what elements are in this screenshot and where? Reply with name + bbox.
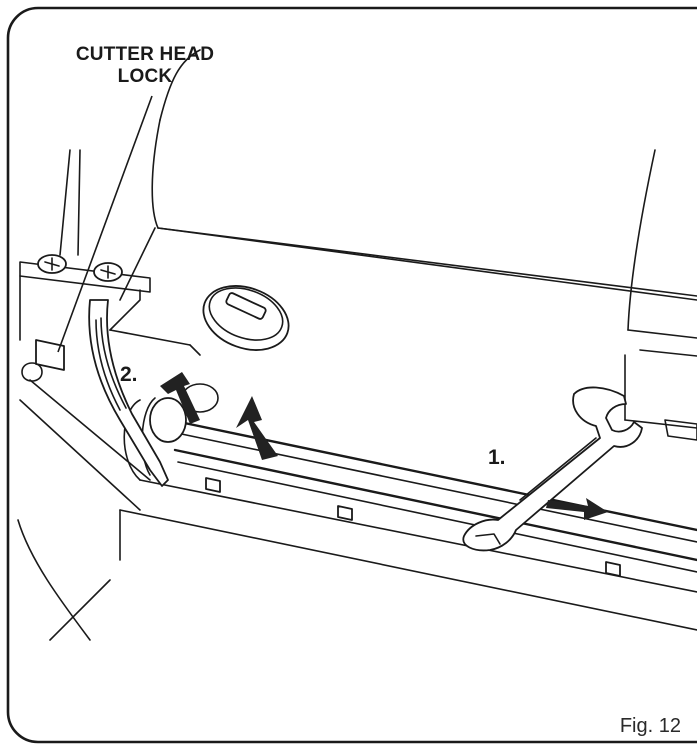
cutter-head-lock-label-line1: CUTTER HEAD xyxy=(75,44,215,65)
arrow-up-left xyxy=(160,372,200,424)
step-2-label: 2. xyxy=(120,363,138,386)
figure-frame xyxy=(6,6,697,744)
cutter-head-lock-leader xyxy=(57,95,153,353)
infeed-table xyxy=(17,379,697,641)
cutter-head-lock-label-line2: LOCK xyxy=(117,66,173,87)
motor-housing xyxy=(151,49,697,441)
left-frame xyxy=(19,149,201,356)
figure-caption: Fig. 12 xyxy=(613,714,683,736)
knife-gib-clips xyxy=(205,477,621,577)
bolt-heads xyxy=(37,254,123,282)
arrow-right xyxy=(546,498,608,520)
motion-arrows xyxy=(160,372,608,520)
cutter-head-lock-label: CUTTER HEAD LOCK xyxy=(40,44,250,88)
access-cap xyxy=(202,285,290,351)
arrow-up-right xyxy=(236,396,278,460)
cutter-head-lock xyxy=(21,299,169,487)
step-1-label: 1. xyxy=(488,446,506,469)
open-end-wrench xyxy=(462,386,643,552)
